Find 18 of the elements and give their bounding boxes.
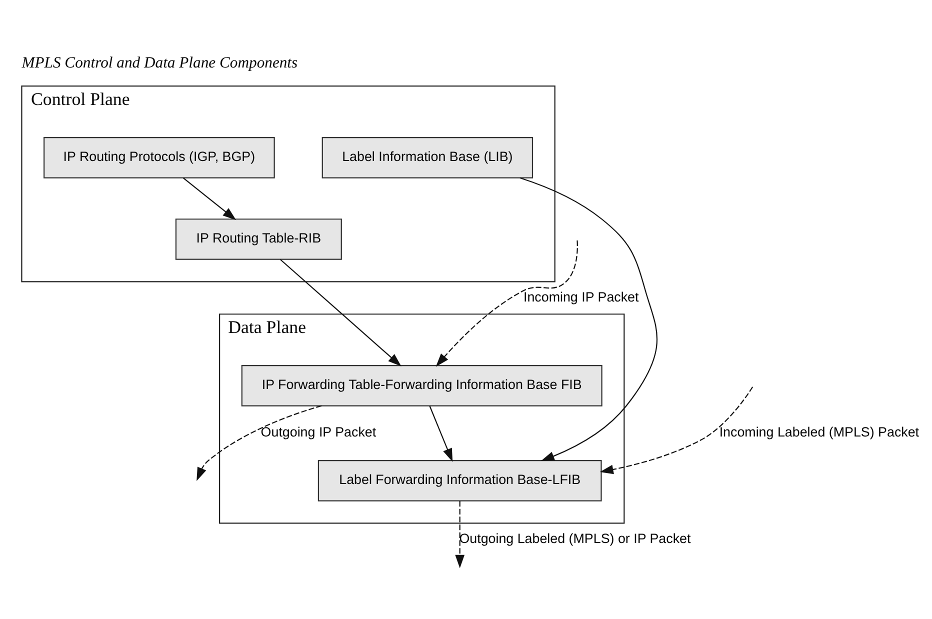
arrow <box>196 405 322 481</box>
node-box: IP Routing Table-RIB <box>175 218 342 260</box>
edge-label: Incoming IP Packet <box>523 289 639 304</box>
edge-label: Incoming Labeled (MPLS) Packet <box>719 424 920 440</box>
diagram-title: MPLS Control and Data Plane Components <box>22 54 298 72</box>
arrow <box>436 240 578 367</box>
arrow <box>280 259 402 366</box>
node-box: IP Forwarding Table-Forwarding Information Base FIB <box>241 364 602 406</box>
edge-label: Outgoing Labeled (MPLS) or IP Packet <box>459 530 691 546</box>
arrow <box>600 386 754 474</box>
node-box: Label Forwarding Information Base-LFIB <box>318 460 602 502</box>
arrow <box>182 178 236 220</box>
arrow <box>455 501 465 568</box>
arrow <box>520 177 658 462</box>
node-box: IP Routing Protocols (IGP, BGP) <box>44 136 275 178</box>
edge-label: Outgoing IP Packet <box>260 424 376 440</box>
node-box: Label Information Base (LIB) <box>322 136 534 178</box>
arrow <box>429 406 453 462</box>
